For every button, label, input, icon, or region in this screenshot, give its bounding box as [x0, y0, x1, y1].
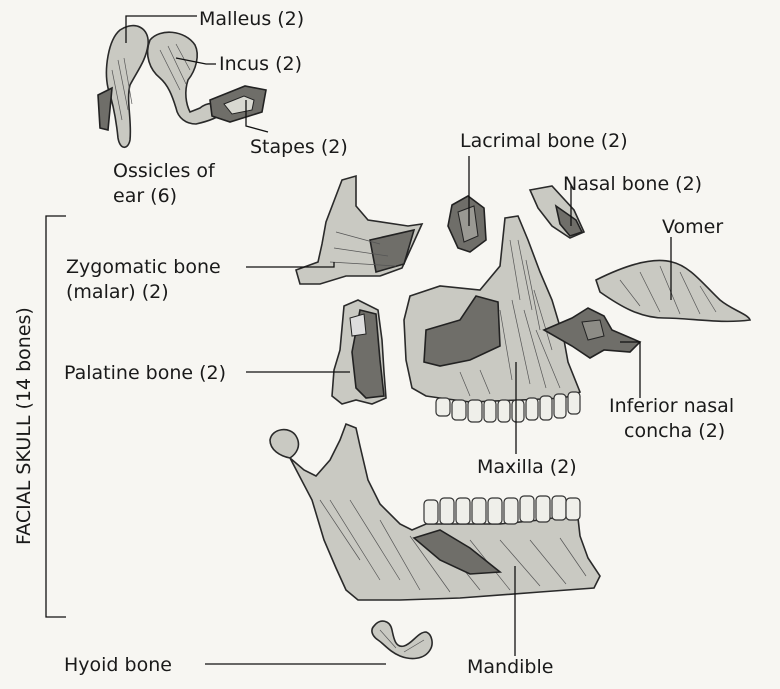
facial-skull-label: FACIAL SKULL (14 bones) [13, 307, 35, 545]
hyoid-label: Hyoid bone [64, 654, 172, 676]
facial-skull-bracket [46, 216, 66, 617]
zygomatic-bone [296, 176, 422, 284]
hyoid-bone [372, 621, 432, 658]
inferior-nasal-concha-label-line1: Inferior nasal [609, 395, 734, 417]
malleus-bone [98, 26, 148, 148]
mandible-bone [270, 424, 600, 600]
nasal-label: Nasal bone (2) [563, 173, 702, 195]
inferior-nasal-concha-label-line2: concha (2) [624, 420, 725, 442]
palatine-label: Palatine bone (2) [64, 362, 226, 384]
ossicles-label-line2: ear (6) [113, 185, 177, 207]
vomer-label: Vomer [662, 216, 723, 238]
mandible-label: Mandible [467, 656, 553, 678]
incus-label: Incus (2) [219, 53, 302, 75]
stapes-bone [210, 86, 266, 122]
ossicles-label-line1: Ossicles of [113, 160, 215, 182]
zygomatic-label-line1: Zygomatic bone [66, 256, 221, 278]
zygomatic-label-line2: (malar) (2) [66, 281, 169, 303]
malleus-label: Malleus (2) [199, 8, 304, 30]
palatine-bone [332, 300, 386, 404]
stapes-label: Stapes (2) [250, 136, 348, 158]
lacrimal-label: Lacrimal bone (2) [460, 130, 628, 152]
lacrimal-bone [448, 196, 486, 252]
vomer-bone [596, 260, 750, 321]
maxilla-bone [404, 216, 580, 422]
maxilla-label: Maxilla (2) [477, 456, 577, 478]
